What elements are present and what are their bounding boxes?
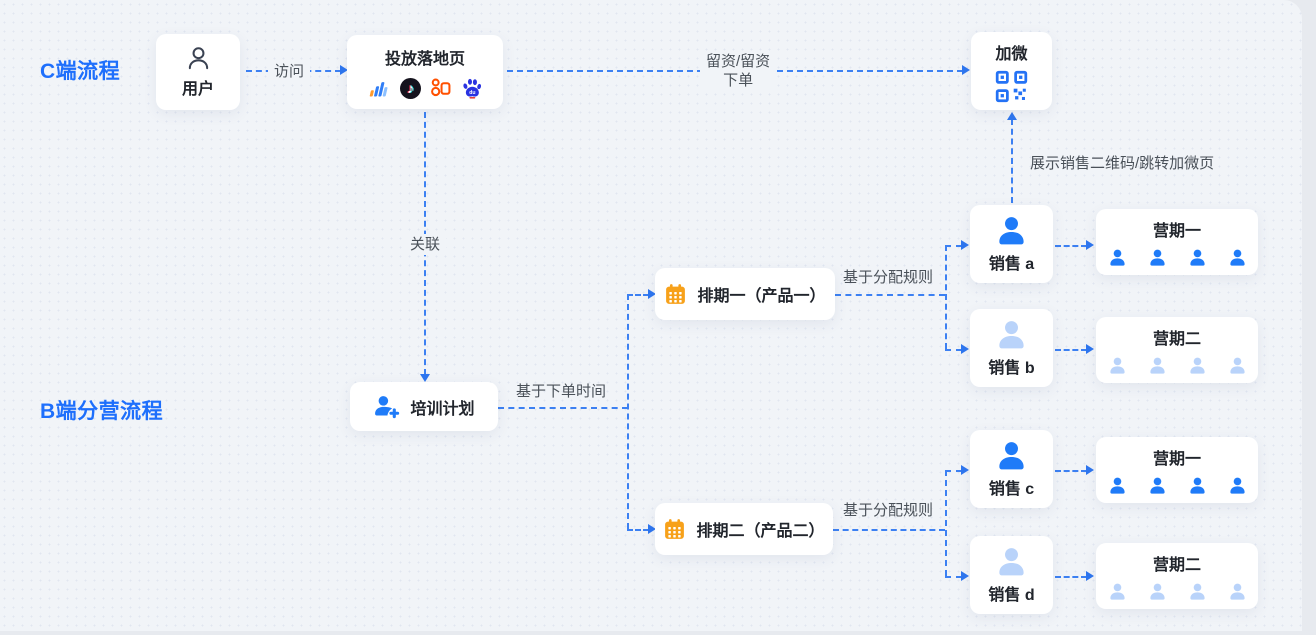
edge-label-relate: 关联 [404, 234, 447, 255]
node-sales-c: 销售 c [970, 430, 1053, 508]
person-icon [995, 546, 1028, 577]
node-jiawei: 加微 [971, 32, 1052, 110]
connector-schedule1-split2 [835, 294, 945, 296]
connector-training-split [498, 407, 628, 409]
node-sales-b-title: 销售 b [988, 359, 1035, 377]
arrow-into-sales-a [961, 240, 969, 250]
node-sales-a-title: 销售 a [988, 255, 1035, 273]
node-sales-b: 销售 b [970, 309, 1053, 387]
connector-split1-schedule2 [627, 529, 649, 531]
edge-label-retain-line1: 留资/留资 [706, 53, 771, 70]
person-icon [995, 440, 1028, 471]
node-sales-c-title: 销售 c [988, 480, 1035, 498]
edge-label-show-qr: 展示销售二维码/跳转加微页 [1030, 155, 1215, 172]
node-camp-a-title: 营期一 [1152, 223, 1201, 240]
connector-split3-vertical [945, 470, 947, 576]
arrow-into-landing [340, 65, 348, 75]
user-outline-icon [185, 45, 212, 72]
connector-salesb-camp [1055, 349, 1087, 351]
connector-salesc-camp [1055, 470, 1087, 472]
node-camp-c-title: 营期一 [1152, 451, 1201, 468]
node-sales-d: 销售 d [970, 536, 1053, 614]
douyin-icon: ♪ [400, 77, 421, 99]
person-add-icon [373, 394, 400, 419]
node-user-title: 用户 [181, 81, 214, 98]
kuaishou-icon [430, 77, 452, 99]
student-group-icons [1108, 248, 1247, 267]
node-schedule-1: 排期一（产品一） [655, 268, 835, 320]
person-icon [995, 215, 1028, 246]
student-group-icons [1108, 356, 1247, 375]
person-icon [995, 319, 1028, 350]
baidu-icon: du [461, 77, 483, 99]
qr-code-icon [995, 70, 1028, 103]
edge-label-order-time: 基于下单时间 [516, 383, 607, 400]
node-landing-title: 投放落地页 [384, 51, 465, 68]
student-group-icons [1108, 476, 1247, 495]
connector-salesa-jiawei [1011, 119, 1013, 203]
node-camp-c: 营期一 [1096, 437, 1258, 503]
node-camp-b-title: 营期二 [1152, 331, 1201, 348]
edge-label-alloc-bottom: 基于分配规则 [843, 502, 934, 519]
node-schedule2-title: 排期二（产品二） [696, 523, 825, 540]
connector-schedule2-split3 [833, 529, 945, 531]
node-camp-d-title: 营期二 [1152, 557, 1201, 574]
node-user: 用户 [156, 34, 240, 110]
connector-split3-salesd [945, 576, 962, 578]
connector-salesd-camp [1055, 576, 1087, 578]
node-landing-page: 投放落地页 ♪ [347, 35, 503, 109]
arrow-into-sales-d [961, 571, 969, 581]
arrow-into-camp-d [1086, 571, 1094, 581]
c-flow-label: C端流程 [40, 60, 121, 83]
arrow-into-camp-b [1086, 344, 1094, 354]
edge-label-alloc-top: 基于分配规则 [843, 269, 934, 286]
connector-split2-vertical [945, 245, 947, 349]
arrow-into-training [420, 374, 430, 382]
student-group-icons [1108, 582, 1247, 601]
node-sales-d-title: 销售 d [988, 586, 1035, 604]
connector-split2-salesa [945, 245, 962, 247]
arrow-into-sales-c [961, 465, 969, 475]
edge-label-visit: 访问 [268, 61, 311, 82]
arrow-into-camp-a [1086, 240, 1094, 250]
node-schedule-2: 排期二（产品二） [655, 503, 833, 555]
node-training-title: 培训计划 [410, 400, 475, 418]
node-schedule1-title: 排期一（产品一） [697, 288, 826, 305]
arrow-into-schedule1 [648, 289, 656, 299]
connector-split1-schedule1 [627, 294, 649, 296]
connector-split2-salesb [945, 349, 962, 351]
calendar-icon [664, 283, 687, 306]
arrow-into-sales-b [961, 344, 969, 354]
oceanengine-icon [367, 79, 391, 97]
connector-split1-vertical [627, 294, 629, 529]
edge-label-retain: 留资/留资 下单 [700, 51, 777, 91]
arrow-into-camp-c [1086, 465, 1094, 475]
connector-salesa-camp [1055, 245, 1087, 247]
connector-split3-salesc [945, 470, 962, 472]
arrow-into-schedule2 [648, 524, 656, 534]
node-camp-d: 营期二 [1096, 543, 1258, 609]
node-camp-a: 营期一 [1096, 209, 1258, 275]
edge-label-retain-line2: 下单 [723, 72, 754, 89]
b-flow-label: B端分营流程 [40, 400, 164, 423]
svg-text:du: du [469, 90, 475, 96]
arrow-into-jiawei-bottom [1007, 112, 1017, 120]
node-jiawei-title: 加微 [995, 45, 1028, 63]
calendar-icon [663, 518, 686, 541]
node-sales-a: 销售 a [970, 205, 1053, 283]
node-training-plan: 培训计划 [350, 382, 498, 431]
arrow-into-jiawei [962, 65, 970, 75]
node-camp-b: 营期二 [1096, 317, 1258, 383]
